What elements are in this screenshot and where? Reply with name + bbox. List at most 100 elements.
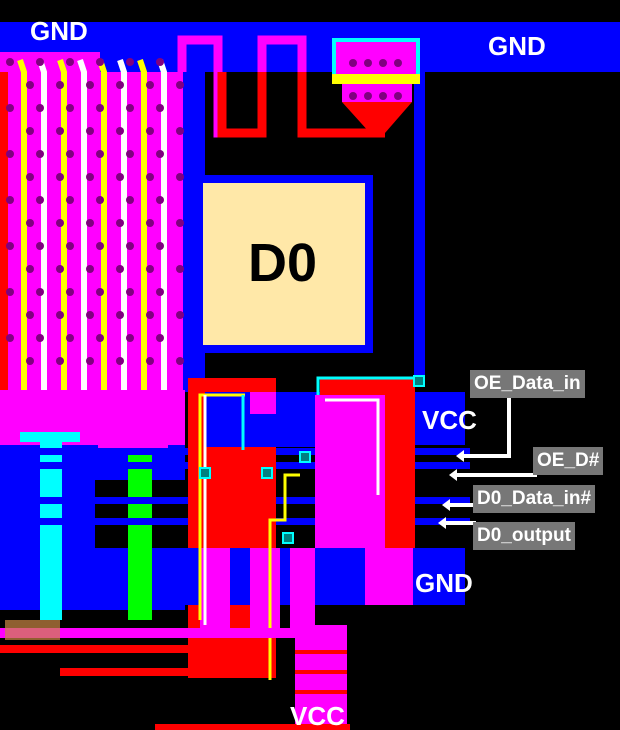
via xyxy=(6,150,14,158)
via xyxy=(66,196,74,204)
via xyxy=(6,104,14,112)
via xyxy=(96,242,104,250)
via xyxy=(116,127,124,135)
via xyxy=(96,334,104,342)
via xyxy=(96,150,104,158)
via xyxy=(56,219,64,227)
via xyxy=(116,265,124,273)
via xyxy=(126,150,134,158)
via xyxy=(176,81,184,89)
via xyxy=(66,58,74,66)
via xyxy=(156,104,164,112)
via xyxy=(66,288,74,296)
diffusion-bar xyxy=(40,432,62,620)
via xyxy=(36,196,44,204)
via xyxy=(96,104,104,112)
via xyxy=(176,219,184,227)
via xyxy=(56,173,64,181)
via xyxy=(126,288,134,296)
via xyxy=(156,288,164,296)
nwell-bar xyxy=(128,455,152,620)
via xyxy=(156,196,164,204)
via xyxy=(146,357,154,365)
via xyxy=(86,81,94,89)
via xyxy=(86,357,94,365)
via xyxy=(176,265,184,273)
via xyxy=(156,150,164,158)
via xyxy=(156,58,164,66)
via xyxy=(26,173,34,181)
via xyxy=(6,196,14,204)
via xyxy=(116,173,124,181)
gate-finger xyxy=(97,59,107,394)
via xyxy=(156,334,164,342)
via xyxy=(176,173,184,181)
via xyxy=(66,334,74,342)
via xyxy=(6,288,14,296)
gate-finger xyxy=(77,59,87,394)
via xyxy=(86,173,94,181)
vcc-label-right: VCC xyxy=(422,405,477,435)
via xyxy=(6,334,14,342)
via xyxy=(126,58,134,66)
pad-label: D0 xyxy=(248,233,318,293)
pad xyxy=(203,183,365,345)
signal-label-oe-data-in: OE_Data_in xyxy=(470,370,585,398)
gate-finger xyxy=(17,59,27,394)
via xyxy=(36,58,44,66)
via xyxy=(26,311,34,319)
gate-finger xyxy=(117,59,127,394)
via xyxy=(26,219,34,227)
via xyxy=(146,219,154,227)
via xyxy=(66,104,74,112)
via xyxy=(26,81,34,89)
via xyxy=(6,242,14,250)
gnd-label-top-right: GND xyxy=(488,31,546,61)
via xyxy=(36,104,44,112)
via xyxy=(116,357,124,365)
via xyxy=(146,265,154,273)
via xyxy=(66,242,74,250)
via xyxy=(96,196,104,204)
via xyxy=(86,311,94,319)
via xyxy=(126,196,134,204)
via xyxy=(36,242,44,250)
via xyxy=(96,288,104,296)
metal-right-line xyxy=(414,72,425,382)
via xyxy=(126,104,134,112)
via xyxy=(6,58,14,66)
via xyxy=(26,127,34,135)
vcc-label-bottom: VCC xyxy=(290,701,345,730)
output-transistor xyxy=(0,72,183,390)
via xyxy=(56,127,64,135)
via xyxy=(176,127,184,135)
signal-arrows xyxy=(444,398,537,525)
via xyxy=(86,219,94,227)
via xyxy=(116,311,124,319)
via xyxy=(116,81,124,89)
gnd-label-bottom-right: GND xyxy=(415,568,473,598)
gate-finger xyxy=(57,59,67,394)
via xyxy=(156,242,164,250)
gate-finger xyxy=(157,59,167,394)
via xyxy=(176,357,184,365)
gnd-label-top-left: GND xyxy=(30,16,88,46)
via xyxy=(176,311,184,319)
via xyxy=(86,265,94,273)
gate-finger xyxy=(37,59,47,394)
via xyxy=(56,265,64,273)
via xyxy=(146,81,154,89)
via xyxy=(36,288,44,296)
via xyxy=(26,357,34,365)
poly-meander-lower xyxy=(217,72,385,138)
via xyxy=(126,242,134,250)
signal-label-d0-data-in: D0_Data_in# xyxy=(473,485,596,513)
via xyxy=(56,81,64,89)
via xyxy=(86,127,94,135)
via xyxy=(56,311,64,319)
gate-finger xyxy=(137,59,147,394)
via xyxy=(96,58,104,66)
via xyxy=(66,150,74,158)
